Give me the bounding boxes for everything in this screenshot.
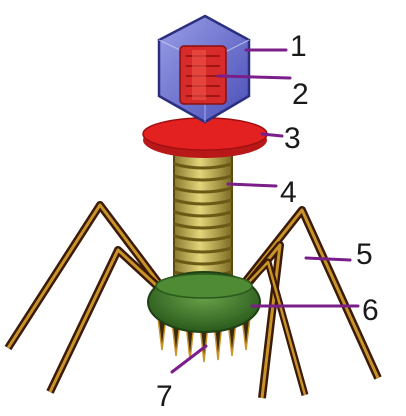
label-5: 5	[356, 238, 373, 271]
capsid-head	[159, 16, 249, 122]
label-4: 4	[280, 176, 297, 209]
label-7: 7	[156, 380, 173, 413]
label-2: 2	[292, 78, 309, 111]
pointer-4	[228, 184, 276, 186]
collar	[143, 118, 267, 158]
label-1: 1	[290, 30, 307, 63]
tail-sheath	[174, 140, 232, 288]
pointer-3	[262, 134, 282, 136]
label-6: 6	[362, 294, 379, 327]
label-3: 3	[284, 122, 301, 155]
pointer-5	[306, 258, 350, 260]
pointer-2	[218, 76, 290, 78]
